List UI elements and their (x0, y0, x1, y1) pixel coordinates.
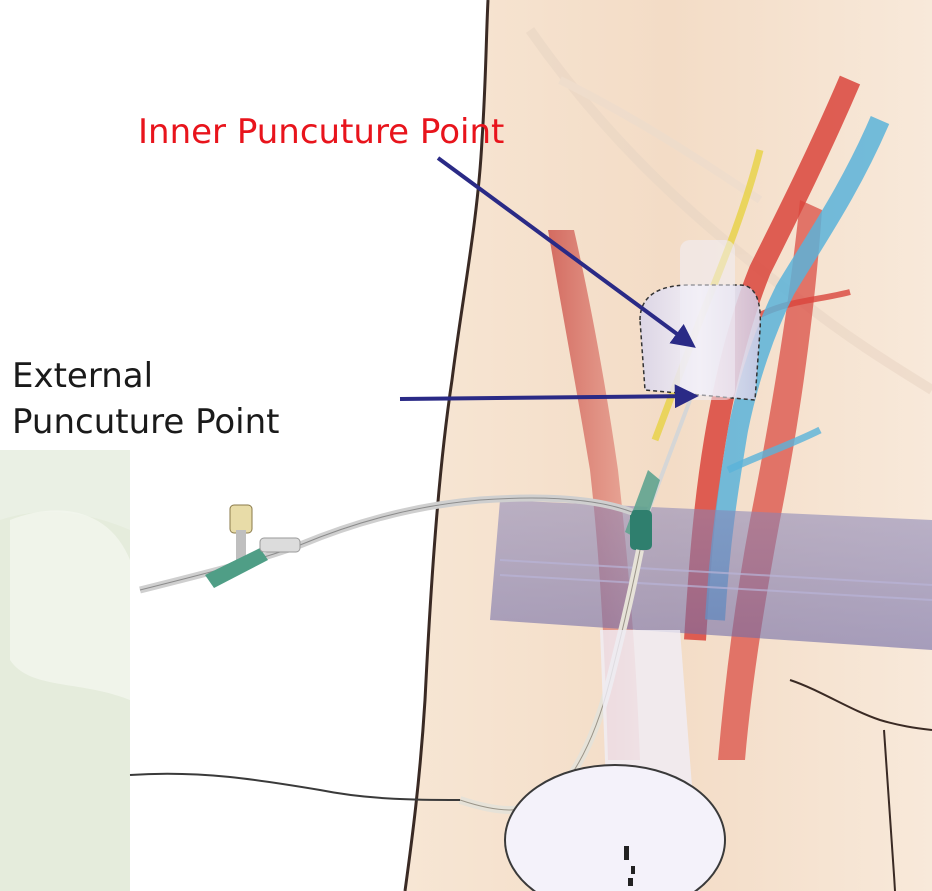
device-column (680, 240, 735, 400)
external-label-line1: External (12, 353, 280, 399)
catheter-connector (630, 510, 652, 550)
external-puncture-label: External Puncuture Point (12, 353, 280, 445)
external-label-line2: Puncuture Point (12, 399, 280, 445)
stopcock-valve (205, 505, 300, 588)
inner-puncture-label: Inner Puncuture Point (138, 109, 504, 155)
background-green-area (0, 450, 130, 891)
lower-wire (130, 774, 460, 800)
